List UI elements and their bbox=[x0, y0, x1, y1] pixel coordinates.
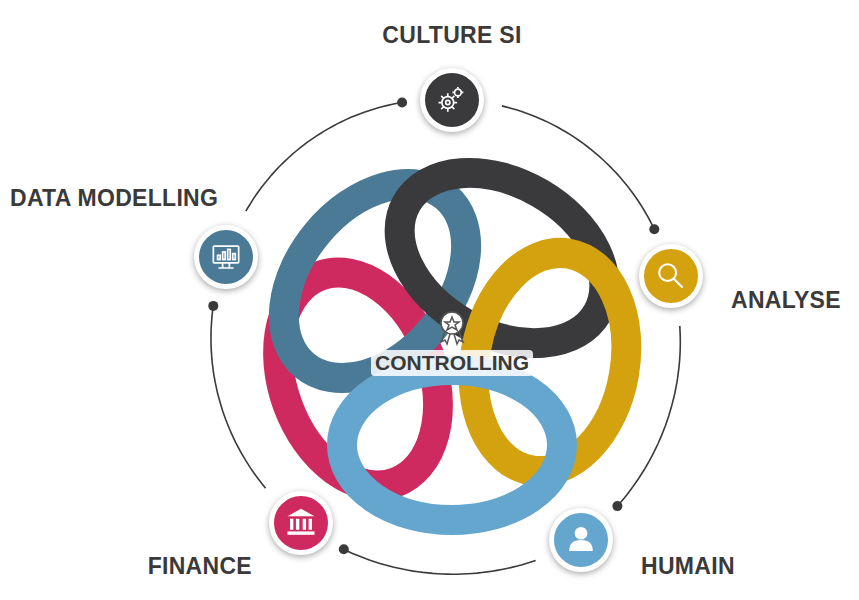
ring-arc bbox=[339, 544, 536, 574]
ring-arc bbox=[246, 98, 407, 212]
ring-arc bbox=[612, 326, 680, 511]
node-icon bbox=[554, 513, 608, 567]
node-heading: CULTURE SI bbox=[382, 22, 521, 49]
award-icon bbox=[441, 312, 463, 344]
center-node: CONTROLLING bbox=[371, 350, 533, 376]
node-heading: ANALYSE bbox=[731, 287, 841, 314]
node-heading: FINANCE bbox=[148, 553, 252, 580]
center-label: CONTROLLING bbox=[371, 350, 533, 376]
node-icon bbox=[274, 496, 328, 550]
ring-arc bbox=[208, 301, 265, 488]
finance-node: FINANCE bbox=[269, 491, 333, 555]
node-heading: HUMAIN bbox=[641, 553, 735, 580]
node-heading: DATA MODELLING bbox=[10, 185, 218, 212]
humain-node: HUMAIN bbox=[549, 508, 613, 572]
culture-node: CULTURE SI bbox=[420, 68, 484, 132]
modelling-node: DATA MODELLING bbox=[194, 225, 258, 289]
ring-arc bbox=[502, 106, 659, 234]
analyse-node: ANALYSE bbox=[639, 244, 703, 308]
node-icon bbox=[425, 73, 479, 127]
node-icon bbox=[644, 249, 698, 303]
node-icon bbox=[199, 230, 253, 284]
